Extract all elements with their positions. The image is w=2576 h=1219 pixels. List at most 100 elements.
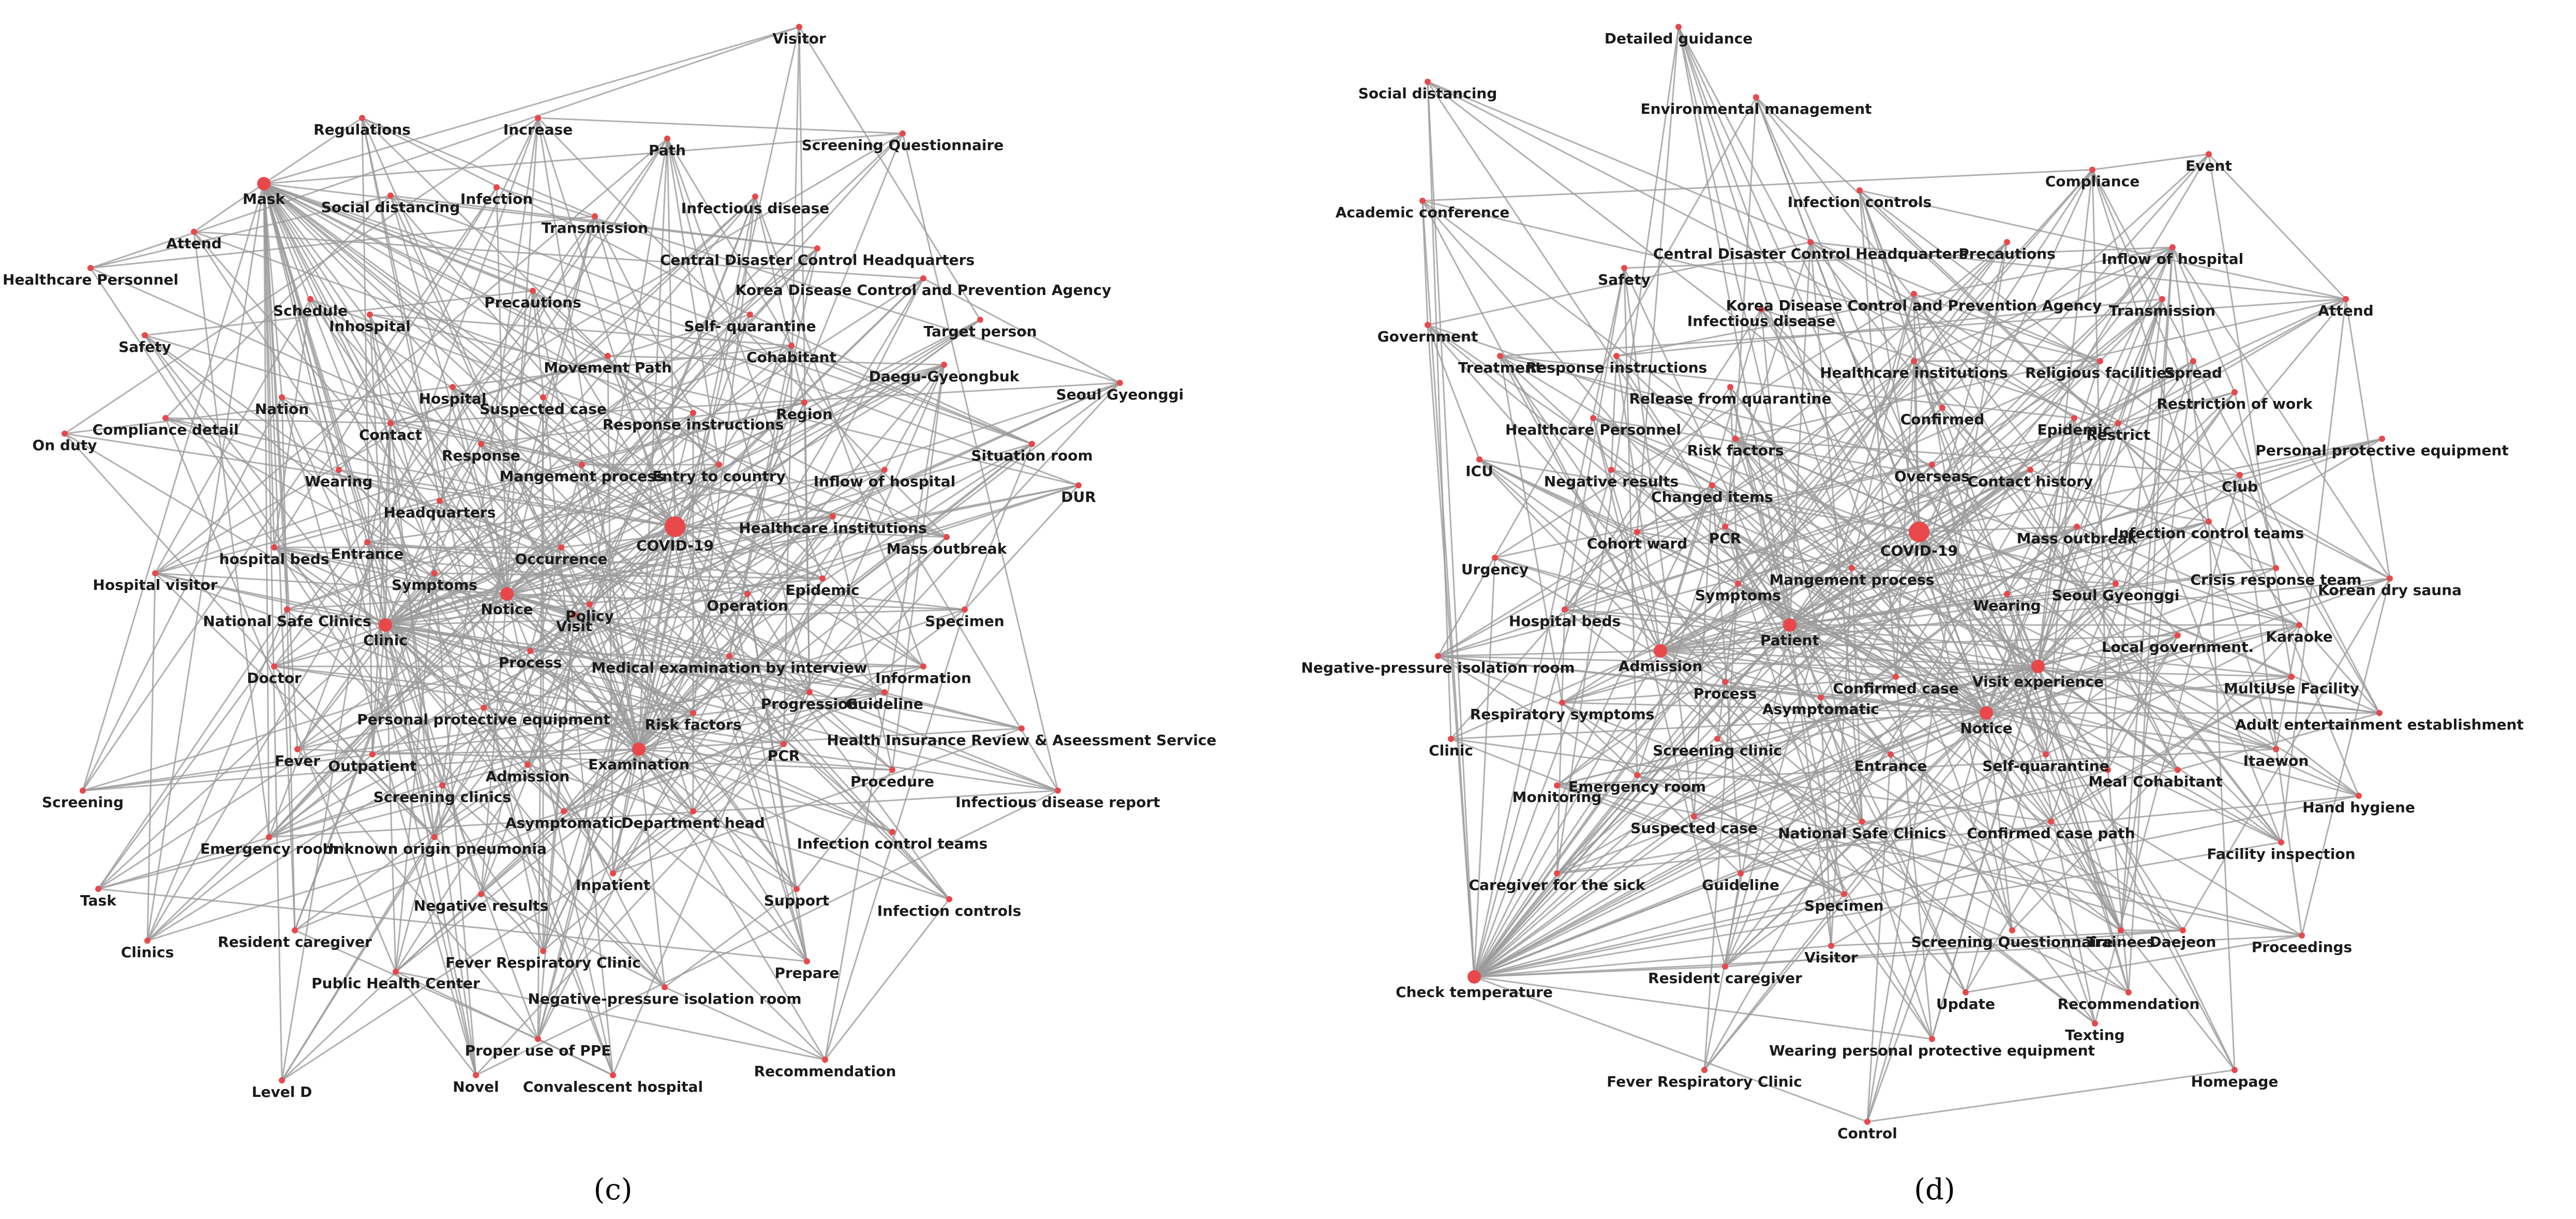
node-task (95, 886, 101, 892)
edge (1473, 650, 1661, 977)
node-infection-controls (946, 896, 952, 902)
edge (1809, 242, 2282, 843)
node-label-wearing-personal-protective-equipment: Wearing personal protective equipment (1769, 1042, 2095, 1059)
edge (824, 899, 950, 1060)
edge (2092, 153, 2209, 171)
node-resident-caregiver (292, 927, 298, 933)
node-inhospital (367, 311, 373, 318)
edge (1918, 531, 2109, 770)
node-wearing (336, 467, 342, 473)
edge (1616, 246, 2173, 357)
node-admission (525, 762, 531, 768)
edge (1965, 299, 2163, 993)
edge (385, 247, 818, 626)
node-label-asymptomatic: Asymptomatic (1762, 701, 1879, 718)
edge (1474, 976, 1868, 1123)
panel-d-nodes (1419, 24, 2393, 1125)
edge (2301, 578, 2391, 936)
edge (2073, 418, 2117, 584)
edge (268, 319, 981, 838)
node-target-person (977, 317, 983, 323)
node-suspected-case (540, 394, 546, 400)
node-response (478, 441, 484, 447)
edge (666, 138, 676, 527)
node-label-operation: Operation (707, 597, 788, 614)
node-label-central-disaster-control-headquarters: Central Disaster Control Headquarters (1653, 245, 1968, 262)
node-label-admission: Admission (1619, 658, 1703, 675)
edge (390, 117, 539, 424)
edge (1717, 738, 2129, 993)
node-label-infection-control-teams: Infection control teams (797, 835, 988, 852)
node-label-infection-control-teams: Infection control teams (2114, 525, 2304, 542)
edge (1919, 438, 2383, 533)
edge (594, 216, 694, 413)
node-health-insurance-review-aseessment-service (1019, 725, 1025, 732)
edge (193, 231, 694, 414)
node-label-task: Task (80, 892, 117, 909)
edge (506, 593, 965, 611)
edge (1789, 360, 2194, 626)
edge (2171, 247, 2236, 393)
node-label-hospital: Hospital (419, 390, 487, 407)
node-label-safety: Safety (118, 338, 171, 355)
edge (506, 593, 810, 693)
node-label-resident-caregiver: Resident caregiver (1648, 970, 1802, 987)
node-compliance-detail (162, 415, 169, 421)
node-label-itaewon: Itaewon (2243, 752, 2309, 769)
node-label-mass-outbreak: Mass outbreak (2017, 530, 2138, 547)
node-environmental-management (1753, 94, 1759, 100)
edge (1862, 821, 2302, 936)
node-label-restriction-of-work: Restriction of work (2156, 395, 2313, 412)
edge (1474, 676, 1896, 978)
node-label-epidemic: Epidemic (785, 582, 859, 599)
edge (675, 526, 947, 538)
node-label-fever-respiratory-clinic: Fever Respiratory Clinic (1607, 1073, 1802, 1090)
node-label-clinics: Clinics (121, 944, 174, 961)
edge (1427, 324, 1480, 460)
edge (390, 195, 640, 750)
edge (1450, 531, 1920, 740)
node-operation (744, 591, 751, 597)
node-precautions (2004, 239, 2010, 245)
edge (1427, 81, 1475, 977)
node-asymptomatic (561, 808, 567, 814)
edge (281, 810, 694, 1081)
edge (263, 183, 482, 895)
edge (2006, 593, 2130, 993)
edge (2345, 299, 2391, 579)
edge (1734, 438, 2236, 1071)
edge (664, 986, 826, 1061)
edge (537, 133, 904, 1039)
edge (1919, 531, 2300, 626)
edge (1499, 355, 1563, 703)
node-suspected-case (1691, 813, 1697, 820)
edge (481, 893, 665, 988)
node-label-nation: Nation (255, 400, 309, 418)
node-label-cohabitant: Cohabitant (2133, 773, 2223, 790)
edge (1556, 769, 2178, 874)
node-urgency (1492, 555, 1498, 561)
edge (390, 195, 508, 594)
edge (563, 712, 694, 812)
node-label-update: Update (1936, 995, 1995, 1013)
edge (1724, 526, 1845, 895)
edge (2118, 298, 2346, 424)
edge (506, 412, 694, 595)
node-label-adult-entertainment-establishment: Adult entertainment establishment (2235, 716, 2524, 733)
edge (1427, 81, 2359, 797)
node-national-safe-clinics (284, 606, 290, 613)
edge (64, 117, 538, 435)
edge (1473, 267, 1625, 977)
edge (692, 536, 948, 812)
edge (1866, 242, 2008, 1122)
node-personal-protective-equipment (481, 705, 487, 711)
node-covid-19 (665, 516, 685, 537)
node-label-wearing: Wearing (305, 473, 372, 490)
edge (82, 187, 498, 791)
edge (2118, 391, 2235, 424)
edge (263, 183, 666, 988)
edge (1843, 712, 1987, 895)
edge (675, 364, 945, 528)
edge (1789, 624, 2183, 931)
edge (385, 526, 676, 626)
